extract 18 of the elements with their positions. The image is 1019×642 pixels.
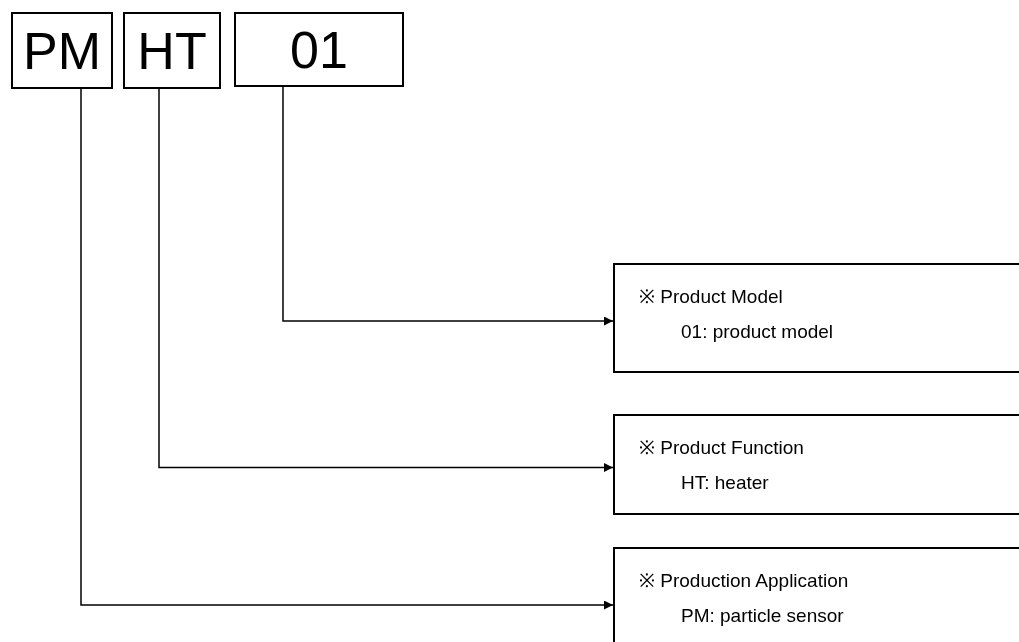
arrow (158, 88, 614, 472)
code-text: PM (23, 24, 101, 77)
heading-text: ※ Product Function (639, 436, 805, 460)
description-box (613, 263, 1019, 373)
description-box (613, 547, 1019, 642)
description-text: 01: product model (680, 321, 835, 343)
arrow (282, 86, 614, 326)
description-box (613, 414, 1019, 515)
description-text: PM: particle sensor (680, 605, 845, 627)
code-segment-box (11, 12, 113, 89)
code-segment-box (234, 12, 404, 87)
description-text: HT: heater (680, 472, 770, 494)
code-text: HT (137, 24, 207, 77)
heading-text: ※ Product Model (639, 285, 784, 309)
code-text: 01 (290, 23, 348, 76)
arrow (80, 88, 614, 610)
code-segment-box (123, 12, 221, 89)
heading-text: ※ Production Application (639, 569, 850, 593)
